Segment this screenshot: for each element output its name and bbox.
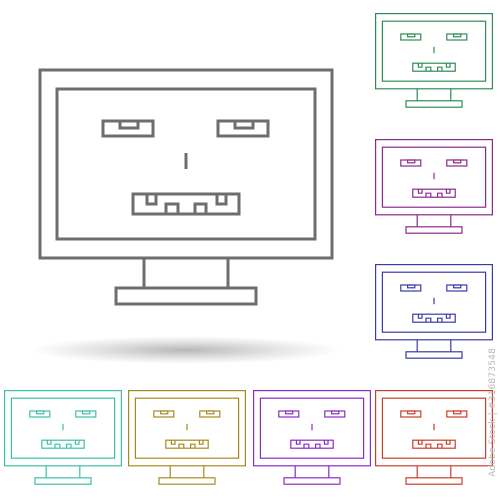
monitor-robot-face-icon-olive bbox=[128, 390, 246, 485]
monitor-robot-face-icon-green bbox=[375, 13, 493, 108]
monitor-robot-face-icon bbox=[38, 68, 334, 306]
monitor-robot-face-icon-red bbox=[375, 390, 493, 485]
monitor-robot-face-icon-blue bbox=[375, 264, 493, 359]
monitor-robot-face-icon-teal bbox=[3, 390, 123, 485]
monitor-robot-face-icon-purple bbox=[375, 139, 493, 234]
shadow bbox=[30, 336, 340, 364]
watermark-text: Adobe Stock | #316873548 bbox=[488, 348, 498, 477]
monitor-robot-face-icon-violet bbox=[253, 390, 371, 485]
